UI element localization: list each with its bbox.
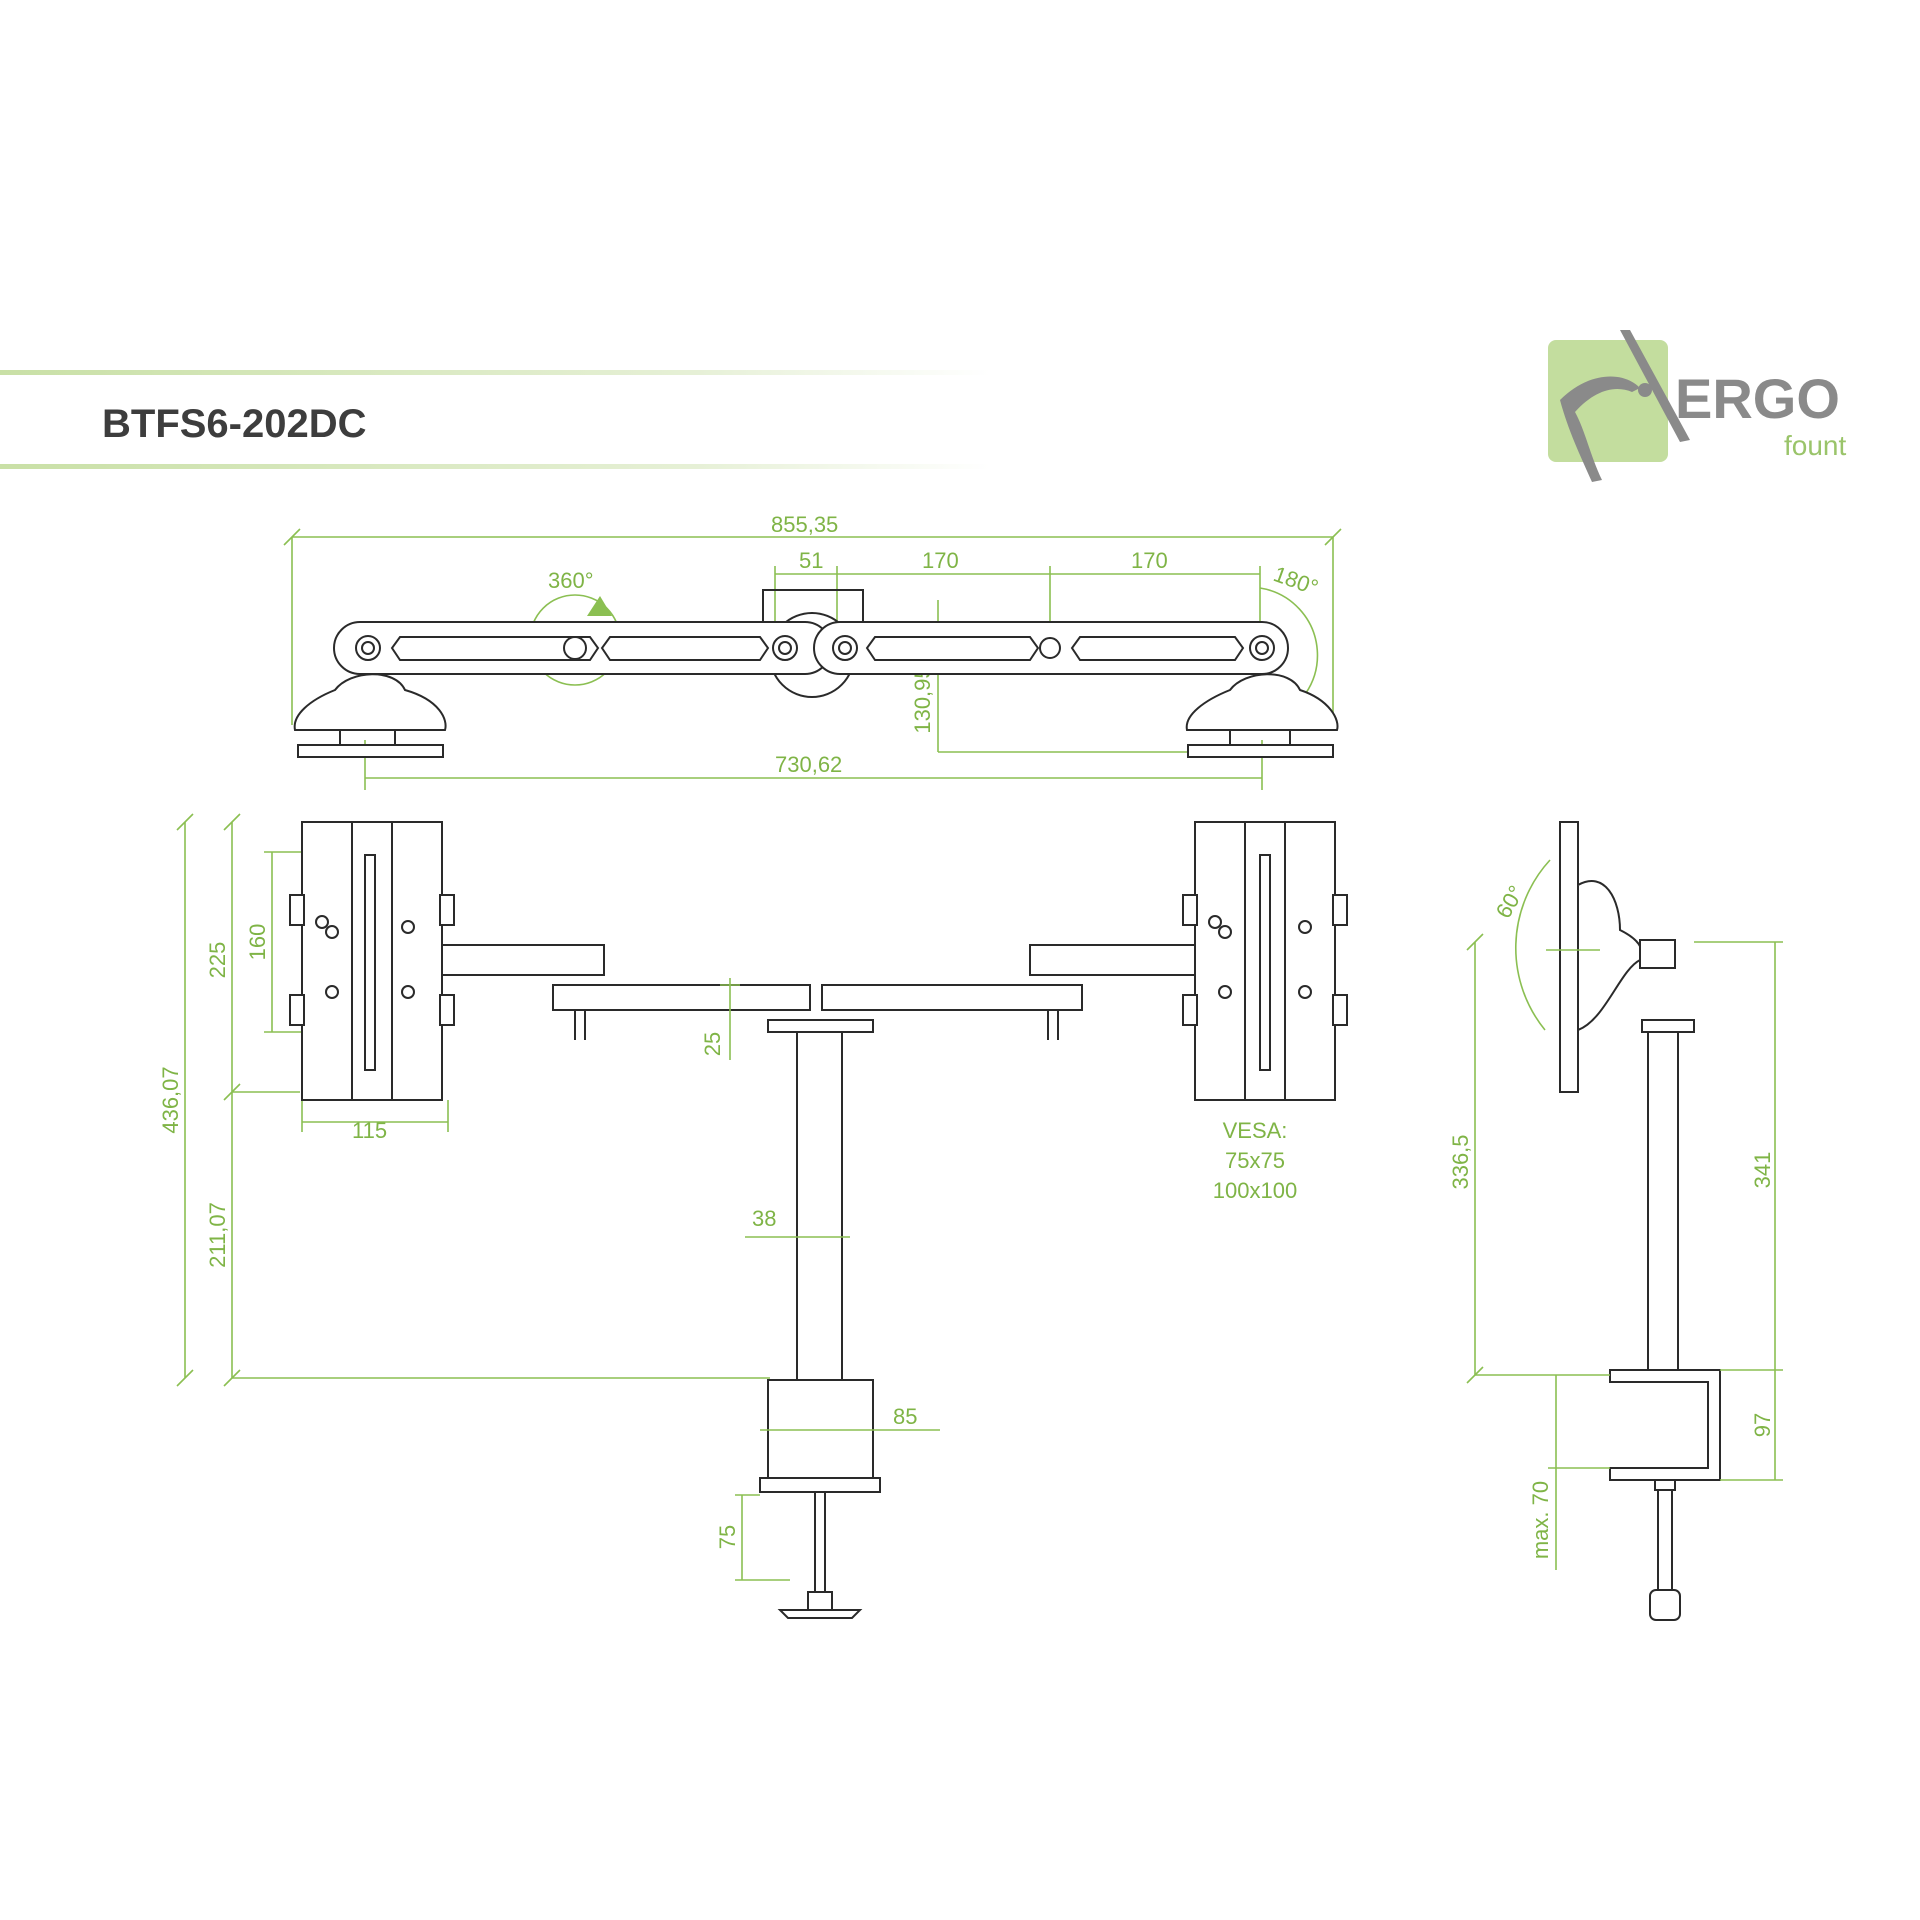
dim-height-341: 341 [1750,1152,1775,1189]
front-arm-right-upper [1029,944,1196,976]
dim-height-3365: 336,5 [1448,1134,1473,1189]
dim-clamp-75: 75 [715,1525,740,1549]
dim-arm-170-b: 170 [1131,548,1168,573]
side-tilt-head [1577,880,1643,1032]
logo-ergo-text: ERGO [1675,367,1840,430]
pole [796,1031,843,1381]
side-pole [1647,1031,1679,1371]
dim-max-70: max. 70 [1528,1481,1553,1559]
side-clamp-knob [1649,1589,1681,1621]
logo-slash-mark [1620,330,1690,442]
side-monitor-plate [1559,821,1579,1093]
side-clamp [1609,1369,1721,1481]
head-right-top [1185,673,1339,731]
joint-pivot-3 [772,635,798,661]
vesa-size-75: 75x75 [1225,1148,1285,1173]
vesa-label: VESA: [1223,1118,1288,1143]
front-arm-left-upper [441,944,605,976]
dim-tilt-60: 60° [1491,881,1529,922]
dim-height-225: 225 [205,942,230,979]
clamp-screw [814,1491,826,1593]
dim-offset-51: 51 [799,548,823,573]
joint-pivot-5 [1039,637,1061,659]
dim-height-97: 97 [1750,1413,1775,1437]
clamp-plate [759,1477,881,1493]
dim-total-width: 855,35 [771,512,838,537]
dim-clamp-85: 85 [893,1404,917,1429]
top-view: 855,35 51 170 170 360° 180° 130,95 730,6… [283,512,1342,790]
front-view: 436,07 225 211,07 160 115 [158,813,1348,1619]
dim-height-160: 160 [245,924,270,961]
dim-mount-span: 730,62 [775,752,842,777]
side-clamp-screw [1657,1489,1673,1591]
dim-height-13095: 130,95 [910,666,935,733]
dim-height-21107: 211,07 [205,1202,230,1268]
front-arm-left-lower [552,984,811,1011]
vesa-plate-right [1194,821,1336,1101]
logo-fount-text: fount [1784,430,1846,461]
dim-width-115: 115 [352,1118,387,1143]
vesa-plate-left [301,821,443,1101]
dim-rotation-180: 180° [1270,561,1321,600]
dim-pole-38: 38 [752,1206,776,1231]
vesa-plate-right-top [1187,744,1334,758]
pole-collar [767,1019,874,1033]
dim-rotation-360: 360° [548,568,594,593]
header-band-top [0,370,990,375]
logo-dot-mark [1638,383,1652,397]
dim-arm-25: 25 [700,1032,725,1056]
joint-pivot-2 [563,636,587,660]
header: BTFS6-202DC [0,370,990,469]
joint-pivot-6 [1249,635,1275,661]
logo-figure-mark [1560,376,1640,482]
head-left-top [293,673,447,731]
side-pole-collar [1641,1019,1695,1033]
side-view: 60° 336,5 341 97 max. 70 [1448,821,1783,1621]
ergofount-logo: ERGO fount [1548,330,1846,482]
dim-arm-170-a: 170 [922,548,959,573]
joint-pivot-1 [355,635,381,661]
model-title: BTFS6-202DC [102,402,367,446]
header-band-bottom [0,464,990,469]
vesa-size-100: 100x100 [1213,1178,1297,1203]
joint-pivot-4 [832,635,858,661]
dim-height-43607: 436,07 [158,1066,183,1133]
front-arm-right-lower [821,984,1083,1011]
rotation-arrow-icon [587,596,612,616]
vesa-plate-left-top [297,744,444,758]
clamp-knob [777,1609,863,1619]
